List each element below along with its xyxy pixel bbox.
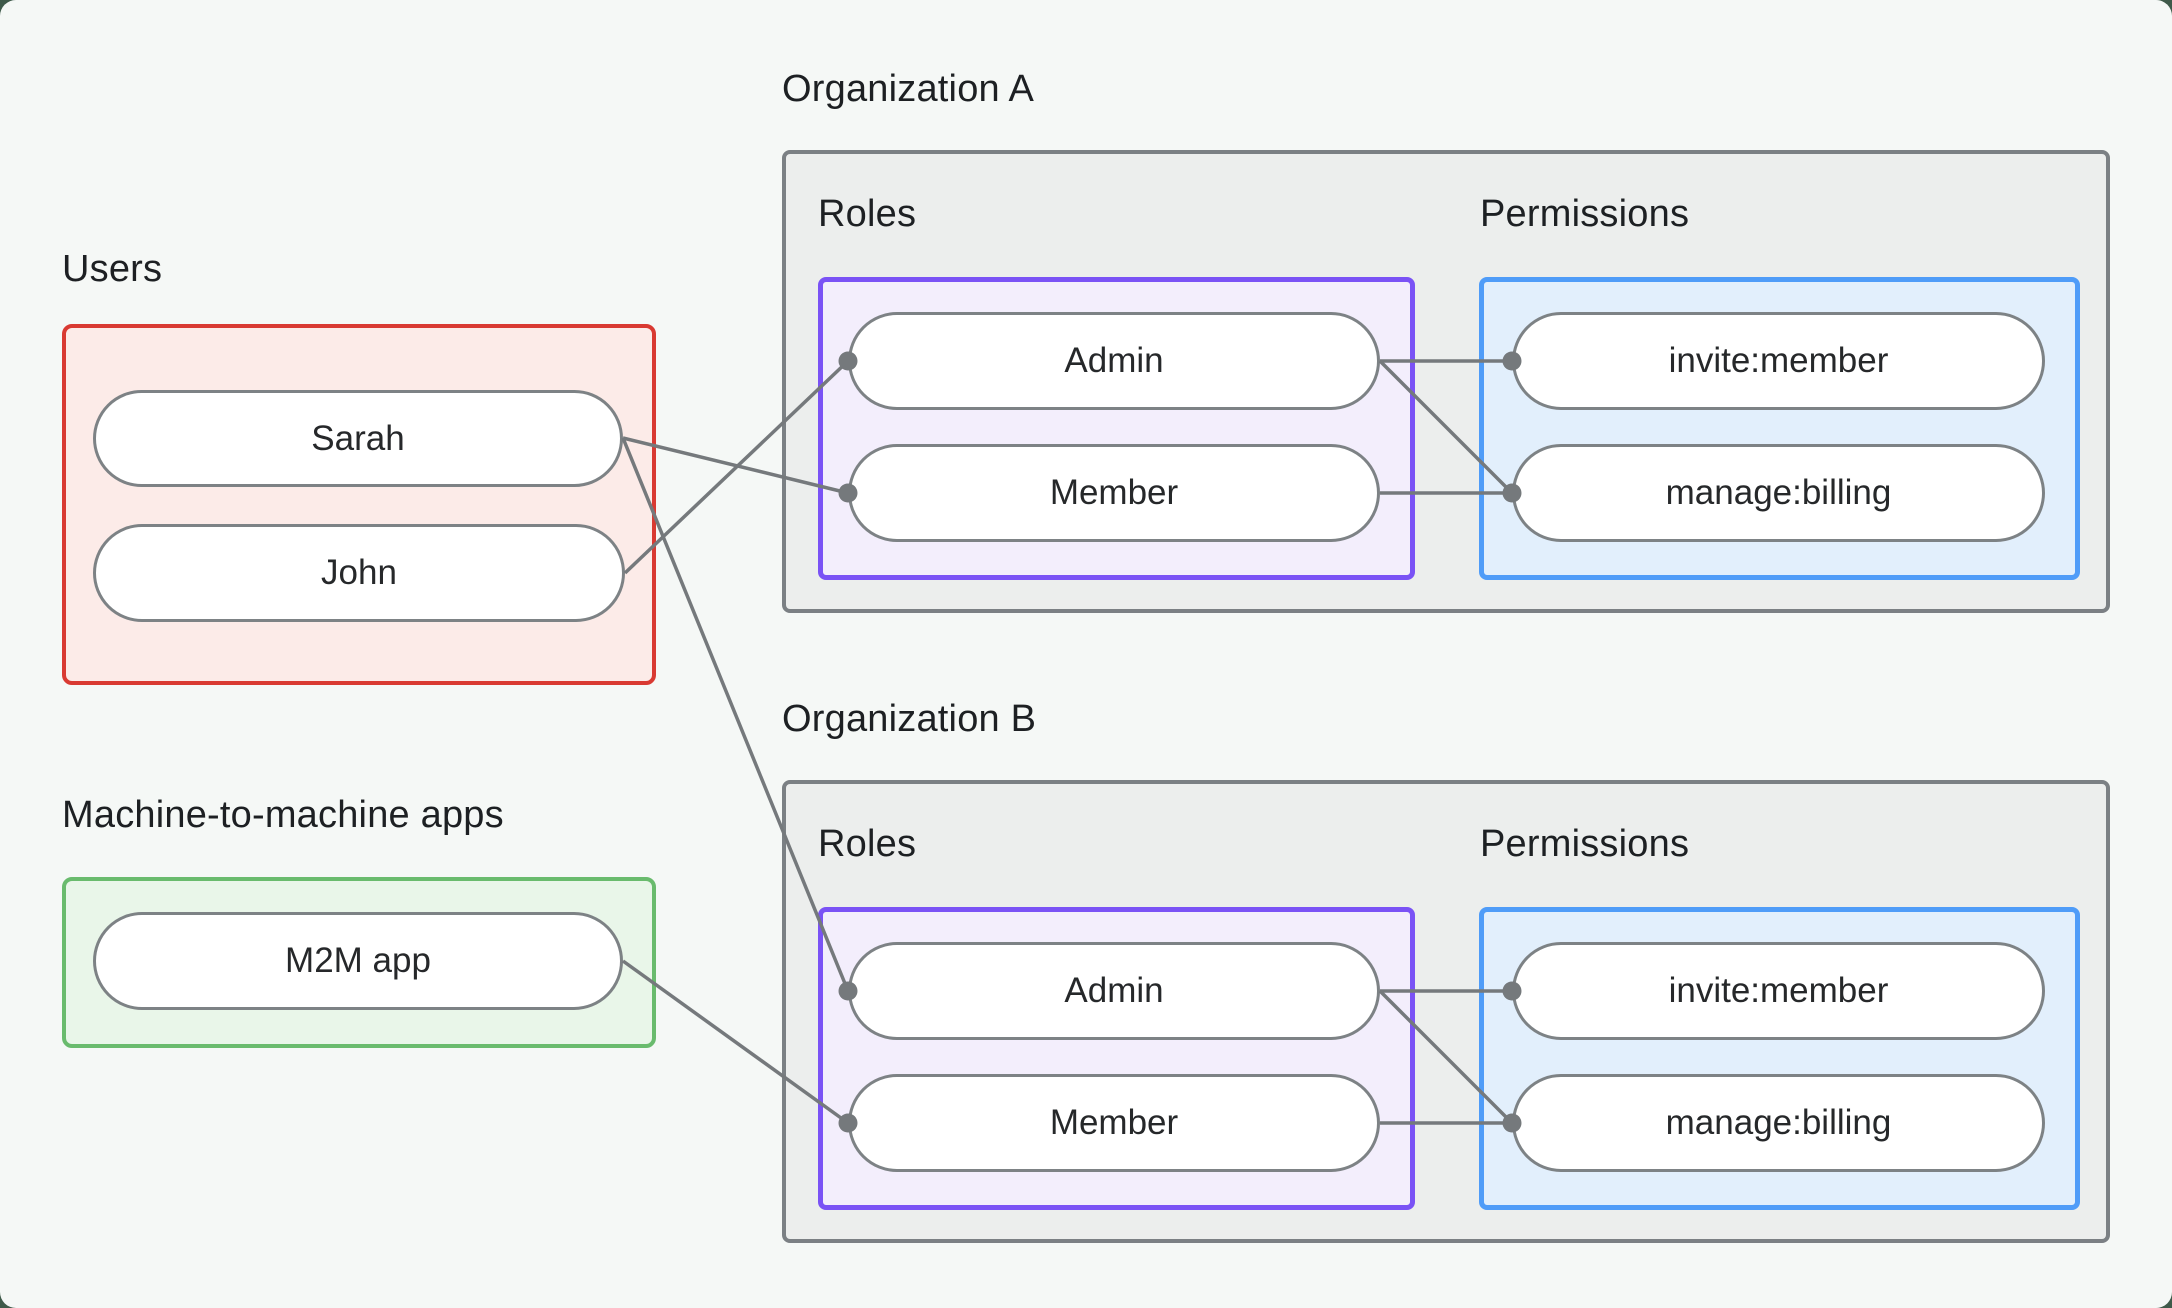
permission-node-org-a-invite-member: invite:member xyxy=(1512,312,2045,410)
m2m-node-app: M2M app xyxy=(93,912,623,1010)
permission-node-org-a-manage-billing: manage:billing xyxy=(1512,444,2045,542)
org-a-title: Organization A xyxy=(782,68,1035,110)
role-node-org-b-admin: Admin xyxy=(848,942,1380,1040)
role-node-org-b-member: Member xyxy=(848,1074,1380,1172)
m2m-group-label: Machine-to-machine apps xyxy=(62,794,504,836)
user-node-john: John xyxy=(93,524,625,622)
org-b-permissions-label: Permissions xyxy=(1480,823,1690,865)
permission-node-org-b-manage-billing: manage:billing xyxy=(1512,1074,2045,1172)
org-b-title: Organization B xyxy=(782,698,1037,740)
user-node-sarah: Sarah xyxy=(93,390,623,487)
role-node-org-a-admin: Admin xyxy=(848,312,1380,410)
org-a-roles-label: Roles xyxy=(818,193,917,235)
permission-node-org-b-invite-member: invite:member xyxy=(1512,942,2045,1040)
users-group-label: Users xyxy=(62,248,163,290)
users-group-box xyxy=(62,324,656,685)
org-a-permissions-label: Permissions xyxy=(1480,193,1690,235)
org-b-roles-label: Roles xyxy=(818,823,917,865)
role-node-org-a-member: Member xyxy=(848,444,1380,542)
